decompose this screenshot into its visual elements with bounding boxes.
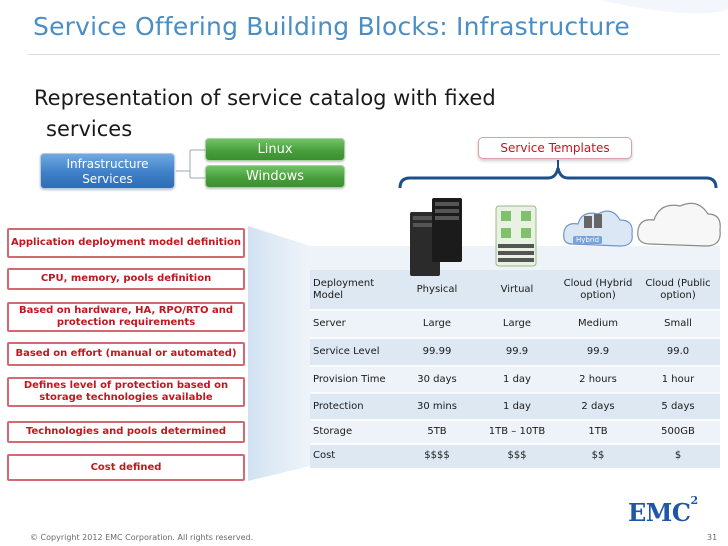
- table-cell: $$: [591, 450, 605, 461]
- infrastructure-label: Infrastructure: [66, 157, 149, 171]
- table-cell: Physical: [416, 284, 458, 295]
- row-label-cost: Cost defined: [7, 454, 245, 481]
- service-templates-brace: [398, 167, 718, 189]
- table-row-dividers: [310, 309, 720, 445]
- table-cell: Cloud (Public option): [645, 278, 711, 301]
- table-row-band: [310, 270, 720, 310]
- table-row-label: Cost: [313, 450, 336, 461]
- table-cell: 1TB: [588, 426, 608, 437]
- table-row-band: [310, 338, 720, 366]
- row-label-hardware: Based on hardware, HA, RPO/RTO and prote…: [7, 302, 245, 332]
- table-cell: 1 day: [503, 373, 531, 385]
- table-cell: 30 days: [417, 373, 457, 385]
- virtual-server-icon: [495, 205, 537, 267]
- table-row-band: [310, 420, 720, 444]
- table-cell: 5 days: [661, 400, 695, 412]
- table-cell: 99.9: [586, 346, 610, 357]
- table-cell: Virtual: [500, 284, 534, 295]
- windows-box: Windows: [205, 165, 345, 188]
- table-row-band: [310, 393, 720, 420]
- hybrid-tag: Hybrid: [573, 236, 603, 244]
- table-row-band: [310, 310, 720, 338]
- table-cell: 500GB: [661, 426, 695, 437]
- table-cell: 5TB: [427, 426, 447, 437]
- table-row-label: Provision Time: [313, 373, 386, 385]
- page-number: 31: [707, 533, 718, 542]
- row-label-protection: Defines level of protection based on sto…: [7, 377, 245, 407]
- table-cell: 2 hours: [579, 373, 617, 385]
- bullet-line-1: Representation of service catalog with f…: [34, 86, 496, 110]
- bullet-text: Representation of service catalog with f…: [34, 83, 574, 145]
- table-cell: 1 day: [503, 400, 531, 412]
- infrastructure-services-box: Infrastructure Services: [40, 153, 175, 189]
- linux-box: Linux: [205, 138, 345, 161]
- row-label-storage: Technologies and pools determined: [7, 421, 245, 443]
- table-cell: Cloud (Hybrid option): [563, 278, 633, 301]
- table-cell: $: [674, 450, 682, 461]
- slide-title: Service Offering Building Blocks: Infras…: [33, 12, 630, 41]
- table-row-label: Storage: [313, 426, 353, 437]
- connector-fan: [248, 226, 310, 481]
- table-cell: 99.99: [422, 346, 452, 357]
- table-row-band: [310, 444, 720, 468]
- decorative-swoosh: [600, 0, 728, 14]
- emc-logo: EMC2: [628, 494, 698, 527]
- table-row-label: Deployment Model: [313, 278, 375, 301]
- row-label-cpu: CPU, memory, pools definition: [7, 268, 245, 290]
- table-cell: $$$: [507, 450, 527, 461]
- table-cell: 1TB – 10TB: [488, 426, 546, 437]
- table-row-label: Service Level: [313, 346, 380, 357]
- table-row-label: Server: [313, 318, 346, 329]
- row-label-deployment: Application deployment model definition: [7, 228, 245, 258]
- row-label-effort: Based on effort (manual or automated): [7, 342, 245, 366]
- table-cell: $$$$: [424, 450, 450, 461]
- table-cell: Large: [502, 318, 532, 329]
- service-templates-label: Service Templates: [478, 137, 632, 159]
- table-cell: 1 hour: [661, 373, 695, 385]
- physical-server-icon: [410, 198, 462, 276]
- public-cloud-icon: [637, 202, 721, 247]
- table-cell: 2 days: [581, 400, 615, 412]
- services-label: Services: [82, 172, 133, 186]
- table-row-label: Protection: [313, 400, 364, 412]
- table-cell: Medium: [578, 318, 618, 329]
- bullet-line-2: services: [46, 117, 133, 141]
- table-cell: 99.0: [666, 346, 690, 357]
- connector-bracket: [176, 149, 205, 179]
- table-cell: Large: [422, 318, 452, 329]
- table-cell: Small: [664, 318, 692, 329]
- copyright-footer: © Copyright 2012 EMC Corporation. All ri…: [30, 533, 254, 542]
- table-cell: 30 mins: [417, 400, 457, 412]
- title-divider: [28, 54, 720, 55]
- table-row-band: [310, 366, 720, 393]
- table-cell: 99.9: [505, 346, 529, 357]
